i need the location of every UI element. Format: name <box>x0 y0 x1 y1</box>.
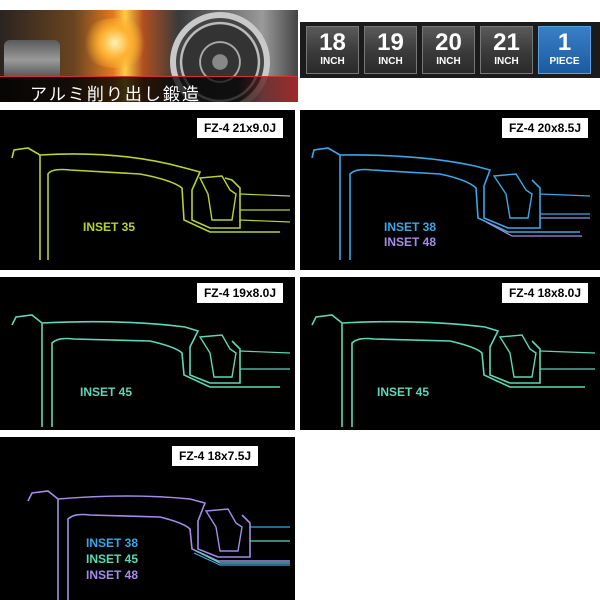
inset-value: INSET 45 <box>86 552 139 566</box>
inset-value: INSET 35 <box>83 220 136 234</box>
size-number: 19 <box>377 29 404 56</box>
inset-value: INSET 38 <box>86 536 139 550</box>
rim-profile-diagram <box>311 147 591 260</box>
size-unit: INCH <box>436 56 461 67</box>
rim-profile-diagram <box>11 147 291 260</box>
forging-banner-image: アルミ削り出し鍛造 <box>0 10 298 102</box>
inset-value: INSET 38 <box>384 220 437 234</box>
profile-panel-21x9: FZ-4 21x9.0J INSET 35 <box>0 110 295 270</box>
size-number: 20 <box>435 29 462 56</box>
rim-profile-diagram <box>311 314 596 427</box>
piece-number: 1 <box>557 29 572 56</box>
piece-unit: PIECE <box>549 56 580 67</box>
size-unit: INCH <box>378 56 403 67</box>
inset-value: INSET 48 <box>86 568 139 582</box>
size-unit: INCH <box>494 56 519 67</box>
rim-profile-diagram <box>27 490 290 600</box>
size-unit: INCH <box>320 56 345 67</box>
profile-panel-18x7.5: FZ-4 18x7.5J INSET 38 INSET 45 INSET 48 <box>0 437 295 600</box>
panel-title: FZ-4 19x8.0J <box>196 283 283 303</box>
banner-caption: アルミ削り出し鍛造 <box>30 85 201 102</box>
inset-value: INSET 45 <box>80 385 133 399</box>
inset-value: INSET 45 <box>377 385 430 399</box>
panel-title: FZ-4 20x8.5J <box>501 118 588 138</box>
panel-title: FZ-4 18x7.5J <box>172 446 259 466</box>
profile-panel-20x8.5: FZ-4 20x8.5J INSET 38 INSET 48 <box>300 110 600 270</box>
inset-value: INSET 48 <box>384 235 437 249</box>
size-number: 18 <box>319 29 346 56</box>
aluminum-billet <box>4 40 60 80</box>
profile-panel-19x8: FZ-4 19x8.0J INSET 45 <box>0 277 295 430</box>
profile-panel-18x8: FZ-4 18x8.0J INSET 45 <box>300 277 600 430</box>
forge-fire <box>80 18 150 68</box>
size-number: 21 <box>493 29 520 56</box>
banner-caption-strip: アルミ削り出し鍛造 <box>0 76 298 102</box>
rim-profile-diagram <box>11 314 291 427</box>
panel-title: FZ-4 18x8.0J <box>501 283 588 303</box>
panel-title: FZ-4 21x9.0J <box>196 118 283 138</box>
